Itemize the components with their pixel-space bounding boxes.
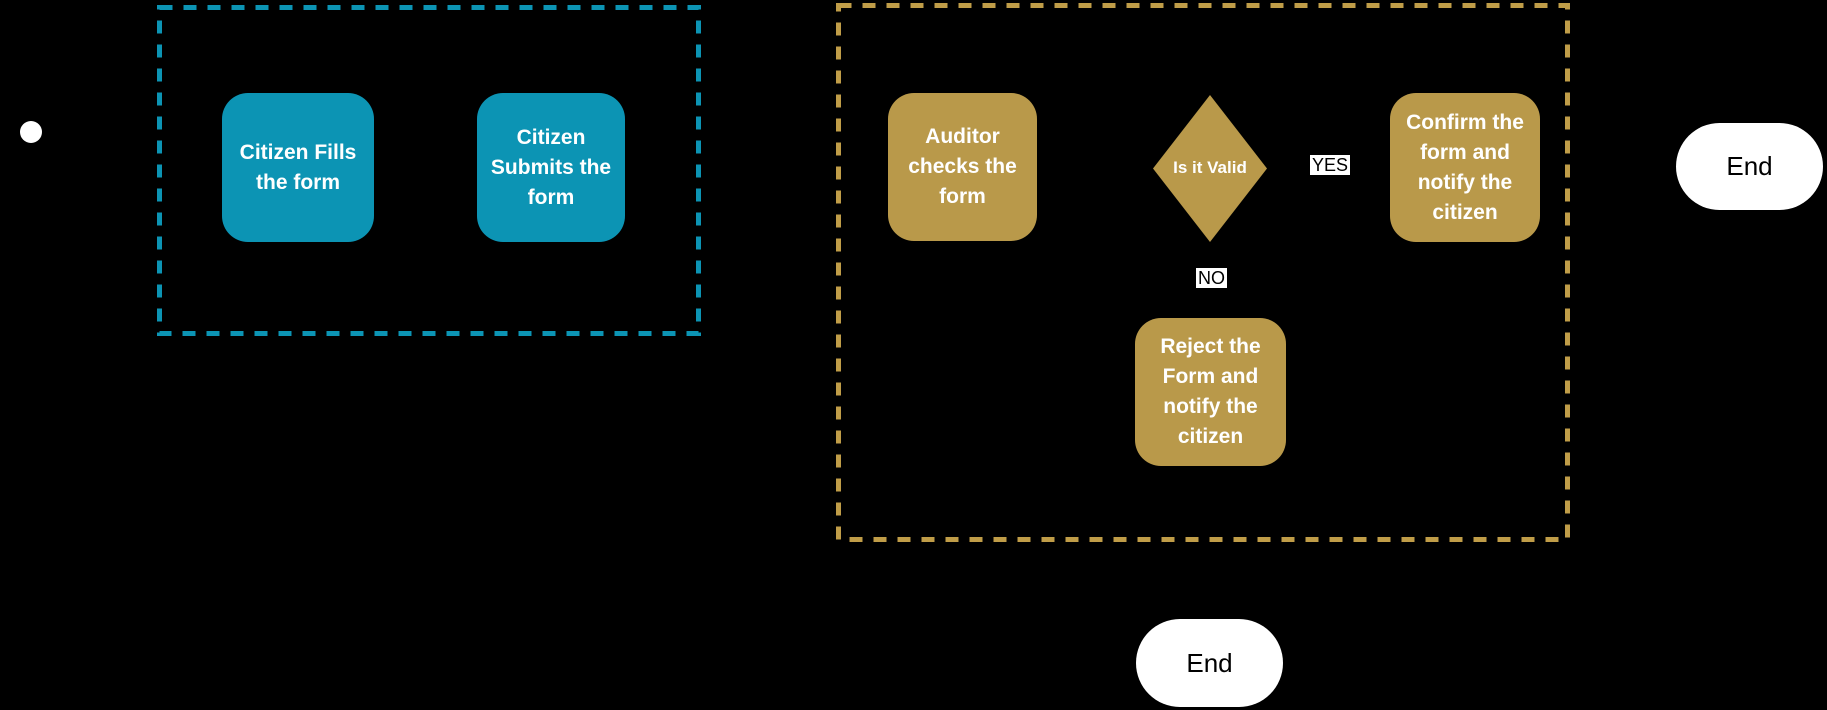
end-node-bottom: End — [1136, 619, 1283, 707]
citizen-cluster-rect — [157, 5, 701, 336]
node-confirm-form-notify-citizen-label: Confirm the form and notify the citizen — [1406, 110, 1524, 224]
node-auditor-checks-form-label: Auditor checks the form — [908, 125, 1017, 208]
node-citizen-fills-form: Citizen Fills the form — [222, 93, 374, 242]
node-confirm-form-notify-citizen: Confirm the form and notify the citizen — [1390, 93, 1540, 242]
edge-label-yes: YES — [1310, 155, 1351, 175]
node-reject-form-notify-citizen-label: Reject the Form and notify the citizen — [1160, 335, 1261, 448]
start-node — [20, 121, 42, 143]
citizen-cluster-boundary — [157, 5, 701, 336]
node-citizen-submits-form: Citizen Submits the form — [477, 93, 625, 242]
auditor-cluster-boundary — [836, 3, 1570, 542]
decision-is-it-valid-label: Is it Valid — [1173, 158, 1247, 178]
edge-label-no: NO — [1196, 268, 1227, 288]
end-node-right-label: End — [1726, 151, 1773, 181]
end-node-right: End — [1676, 123, 1823, 210]
end-node-bottom-label: End — [1186, 647, 1233, 678]
node-citizen-fills-form-label: Citizen Fills the form — [239, 140, 357, 194]
node-auditor-checks-form: Auditor checks the form — [888, 93, 1037, 241]
node-reject-form-notify-citizen: Reject the Form and notify the citizen — [1135, 318, 1286, 466]
auditor-cluster-rect — [836, 3, 1570, 542]
node-citizen-submits-form-label: Citizen Submits the form — [490, 125, 612, 209]
